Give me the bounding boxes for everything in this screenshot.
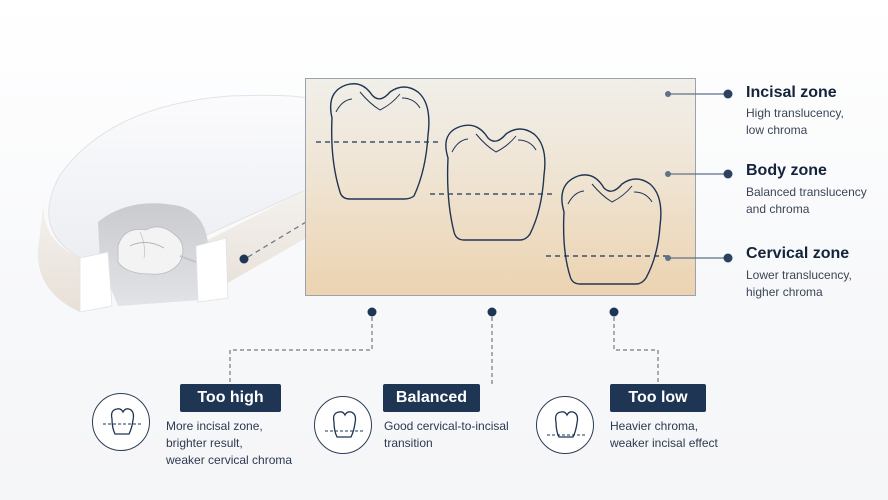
- zone-desc-cervical: Lower translucency, higher chroma: [746, 267, 886, 301]
- zone-desc-incisal: High translucency, low chroma: [746, 105, 886, 139]
- badge-too-high: Too high: [180, 384, 281, 412]
- zone-desc-line: low chroma: [746, 123, 808, 137]
- shade-gradient-panel: [305, 78, 696, 296]
- zone-desc-line: and chroma: [746, 202, 810, 216]
- tooth-icon: [103, 408, 141, 435]
- zone-title-cervical: Cervical zone: [746, 245, 850, 262]
- badge-too-low: Too low: [610, 384, 706, 412]
- tooth-icon-too-low: [536, 396, 594, 454]
- desc-balanced: Good cervical-to-incisal transition: [384, 418, 544, 452]
- zone-desc-line: Balanced translucency: [746, 185, 867, 199]
- zone-title-body: Body zone: [746, 162, 827, 179]
- desc-line: Heavier chroma,: [610, 419, 699, 433]
- tooth-icon: [547, 411, 585, 438]
- desc-line: brighter result,: [166, 436, 243, 450]
- desc-too-low: Heavier chroma, weaker incisal effect: [610, 418, 770, 452]
- tooth-icon-balanced: [314, 396, 372, 454]
- zone-desc-line: higher chroma: [746, 285, 823, 299]
- zone-desc-line: High translucency,: [746, 106, 844, 120]
- zone-desc-body: Balanced translucency and chroma: [746, 184, 886, 218]
- desc-line: More incisal zone,: [166, 419, 263, 433]
- desc-line: weaker incisal effect: [610, 436, 718, 450]
- desc-too-high: More incisal zone, brighter result, weak…: [166, 418, 326, 469]
- zone-title-incisal: Incisal zone: [746, 84, 837, 101]
- tooth-icon-too-high: [92, 393, 150, 451]
- zone-desc-line: Lower translucency,: [746, 268, 852, 282]
- desc-line: Good cervical-to-incisal: [384, 419, 509, 433]
- badge-balanced: Balanced: [383, 384, 480, 412]
- desc-line: weaker cervical chroma: [166, 453, 293, 467]
- desc-line: transition: [384, 436, 433, 450]
- tooth-icon: [325, 411, 363, 438]
